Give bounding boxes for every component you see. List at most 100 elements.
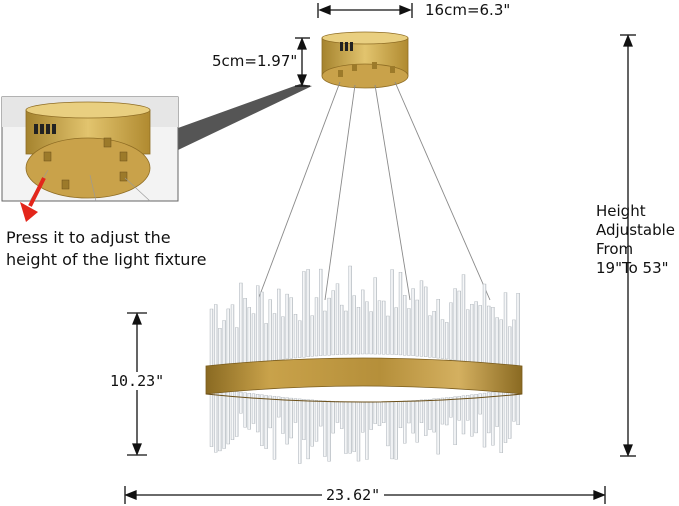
crystal-rod [373,401,377,424]
crystal-rod [314,297,319,357]
crystal-rod [470,304,474,363]
crystal-rod [398,272,403,356]
crystal-rod [302,399,306,440]
crystal-rod [213,304,218,370]
crystal-rod [256,394,260,433]
callout-inset [1,96,179,202]
crystal-rod [281,316,285,360]
crystal-rod [256,285,260,363]
height-note-line3: From [596,240,634,258]
crystal-rod [466,395,470,421]
crystal-rod [365,301,369,355]
crystal-rod [503,292,508,368]
crystal-rod [209,308,214,371]
crystal-rod [323,310,327,356]
crystal-rod [487,392,491,434]
crystal-rod [314,400,319,442]
crystal-rod [298,398,302,464]
height-note-line2: Adjustable [596,221,675,239]
crystal-rod [499,319,503,367]
callout-text-line1: Press it to adjust the [6,228,171,247]
crystal-rod [377,401,382,426]
crystal-rod [390,269,394,355]
crystal-rod [470,394,474,437]
crystal-rod [302,271,306,358]
crystal-rod [310,399,314,447]
crystal-rod [272,396,277,460]
crystal-rod [440,319,445,359]
ring-width-label: 23.62" [322,486,385,504]
crystal-rod [419,399,424,423]
crystal-rod [344,401,348,454]
crystal-rod [390,401,394,460]
crystal-rod [386,315,390,355]
crystal-rod [327,297,331,356]
crystal-rod [247,393,252,430]
crystal-rod [289,397,293,439]
crystal-rod [457,290,461,361]
crystal-rod [503,390,508,443]
crystal-rod [243,392,247,428]
crystal-rod [449,397,453,418]
crystal-rod [394,307,398,355]
crystal-rod [264,323,268,362]
crystal-rod [466,309,470,362]
crystal-rod [424,286,428,357]
crystal-rod [306,269,310,357]
crystal-rod [352,401,356,452]
crystal-rod [382,300,386,355]
crystal-rod [411,400,415,434]
crystal-rod [457,396,461,421]
crystal-rod [512,319,516,369]
crystal-rod [251,393,256,424]
crystal-rod [281,397,285,434]
crystal-rod [482,283,487,365]
crystal-rod [415,299,419,357]
crystal-rod [234,327,239,367]
callout-text-line2: height of the light fixture [6,250,207,269]
crystal-rod [356,401,361,462]
crystal-rod [226,308,231,368]
crystal-rod [419,280,424,357]
crystal-rod [461,395,466,435]
crystal-rod [478,393,482,415]
crystal-rod [382,401,386,423]
crystal-rod [239,391,243,414]
crystal-rod [209,387,214,447]
crystal-rod [260,291,264,363]
crystal-rod [340,401,344,429]
height-note-line4: 19"To 53" [596,259,669,277]
gold-ring [205,357,523,403]
crystal-rod [243,298,247,365]
crystal-rod [491,307,495,366]
crystal-rod [218,328,222,369]
crystal-rod [407,400,411,424]
crystal-rod [394,401,398,460]
canopy-width-label: 16cm=6.3" [425,1,511,19]
crystal-rod [340,304,344,355]
crystal-rod [478,305,482,364]
crystal-rod [474,301,478,364]
crystal-rod [491,391,495,446]
crystal-rod [289,297,293,359]
crystal-rod [403,400,407,444]
crystal-rods [209,265,520,464]
crystal-rod [495,317,499,367]
canopy-height-label: 5cm=1.97" [212,52,298,70]
crystal-rod [453,396,457,446]
crystal-rod [361,289,365,355]
crystal-rod [365,401,369,460]
callout-pointer [178,84,312,150]
crystal-rod [428,315,432,358]
crystal-rod [335,283,340,355]
crystal-rod [453,288,457,361]
crystal-rod [260,394,264,446]
crystal-rod [356,307,361,355]
crystal-rod [306,399,310,460]
crystal-rod [398,401,403,429]
crystal-rod [512,388,516,422]
crystal-rod [428,399,432,430]
crystal-rod [230,304,235,367]
crystal-rod [436,398,440,455]
